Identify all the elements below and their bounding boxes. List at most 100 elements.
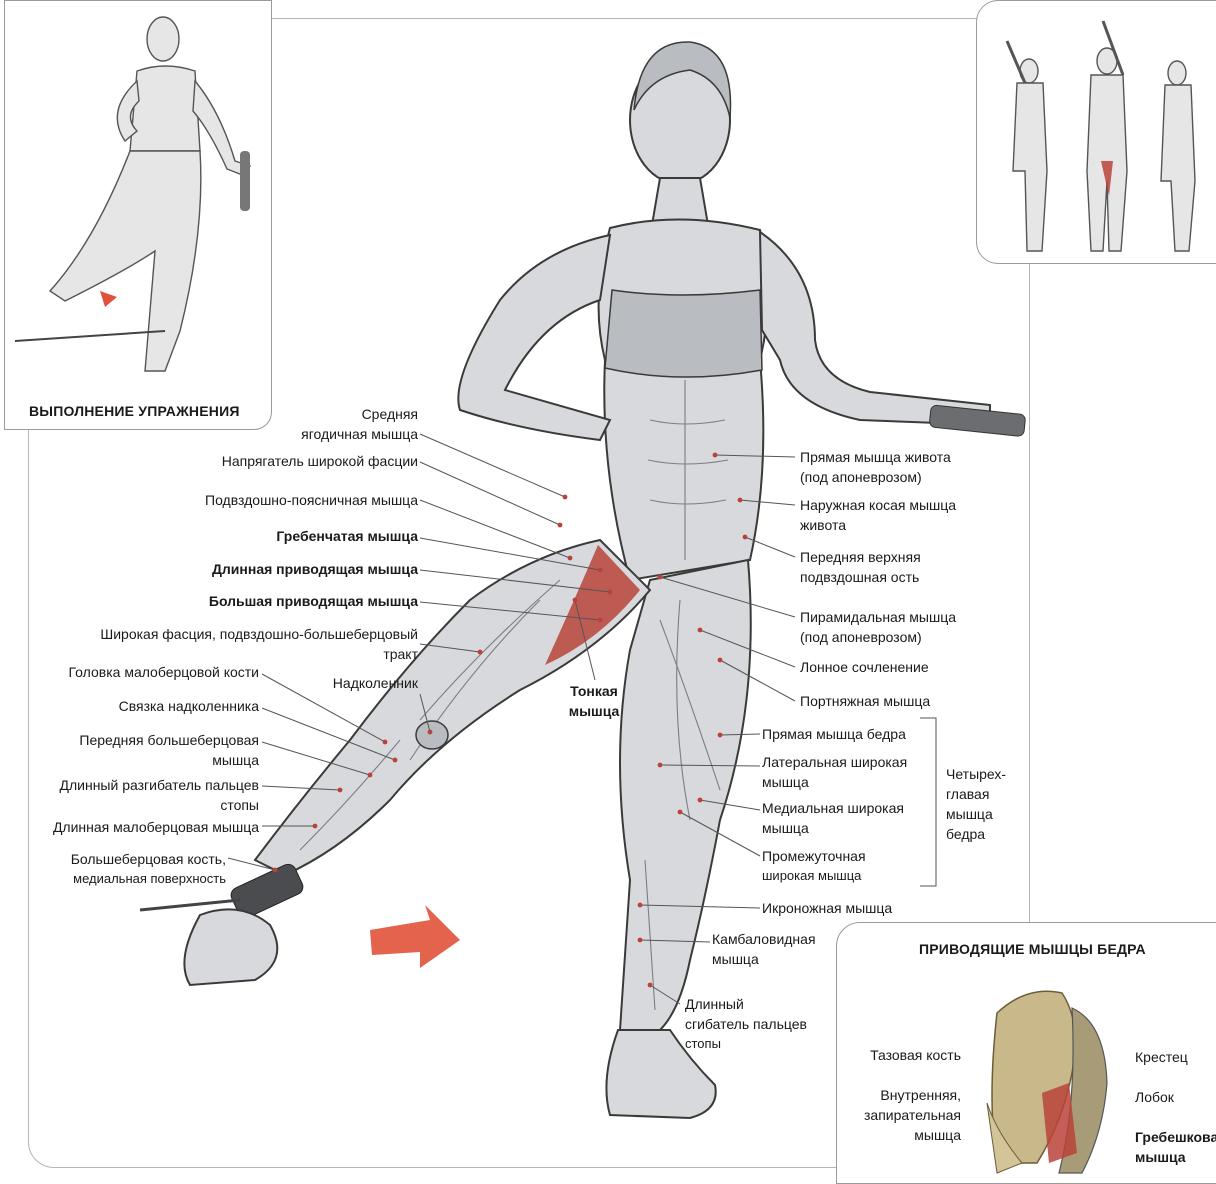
- leader-line: [720, 734, 760, 735]
- leader-line: [420, 434, 565, 497]
- label-vastus-lateralis-1: Латеральная широкая: [762, 752, 907, 772]
- label-vastus-lateralis-2: мышца: [762, 772, 809, 792]
- leader-line: [640, 905, 760, 908]
- leader-line: [740, 500, 795, 505]
- label-vastus-medialis-1: Медиальная широкая: [762, 798, 904, 818]
- leader-dot: [718, 733, 723, 738]
- leader-dot: [738, 498, 743, 503]
- leader-dot: [393, 758, 398, 763]
- leader-line: [420, 538, 600, 570]
- leader-line: [640, 940, 710, 942]
- leader-line: [420, 644, 480, 652]
- leader-line: [575, 600, 595, 680]
- leader-dot: [608, 590, 613, 595]
- label-flexor-digitorum-3: стопы: [685, 1034, 721, 1054]
- label-rectus-abdominis-1: Прямая мышца живота: [800, 447, 951, 467]
- label-tibialis-anterior-2: мышца: [212, 750, 259, 770]
- leader-dot: [638, 938, 643, 943]
- leader-dot: [428, 730, 433, 735]
- label-iliotibial-2: тракт: [383, 644, 418, 664]
- label-flexor-digitorum-2: сгибатель пальцев: [685, 1014, 807, 1034]
- label-external-oblique-2: живота: [800, 515, 846, 535]
- label-asis-2: подвздошная ость: [800, 567, 919, 587]
- label-soleus-1: Камбаловидная: [712, 929, 816, 949]
- label-quadriceps-2: главая: [946, 784, 989, 804]
- leader-dot: [678, 810, 683, 815]
- leader-dot: [313, 824, 318, 829]
- label-vastus-medialis-2: мышца: [762, 818, 809, 838]
- leader-dot: [598, 568, 603, 573]
- quadriceps-bracket: [920, 718, 936, 886]
- label-ext-digitorum-1: Длинный разгибатель пальцев: [60, 775, 260, 795]
- label-soleus-2: мышца: [712, 949, 759, 969]
- label-adductor-longus: Длинная приводящая мышца: [212, 559, 418, 579]
- label-vastus-intermedius-2: широкая мышца: [762, 866, 861, 886]
- label-tensor-fasciae: Напрягатель широкой фасции: [222, 451, 418, 471]
- label-gluteus-medius-1: Средняя: [362, 404, 418, 424]
- leader-dot: [338, 788, 343, 793]
- leader-line: [420, 602, 600, 620]
- leader-dot: [638, 903, 643, 908]
- leader-line: [720, 660, 795, 701]
- leader-dot: [273, 868, 278, 873]
- leader-dot: [713, 453, 718, 458]
- label-tibia-1: Большеберцовая кость,: [71, 849, 226, 869]
- label-tibialis-anterior-1: Передняя большеберцовая: [79, 730, 259, 750]
- leader-line: [420, 570, 610, 592]
- label-pyramidalis-2: (под апоневрозом): [800, 627, 922, 647]
- label-iliopsoas: Подвздошно-поясничная мышца: [205, 490, 418, 510]
- leader-dot: [598, 618, 603, 623]
- leader-dot: [573, 598, 578, 603]
- label-vastus-intermedius-1: Промежуточная: [762, 846, 866, 866]
- leader-line: [650, 985, 680, 1004]
- label-pectineus: Гребенчатая мышца: [276, 526, 418, 546]
- label-iliotibial-1: Широкая фасция, подвздошно-большеберцовы…: [100, 624, 418, 644]
- label-patella: Надколенник: [333, 673, 418, 693]
- label-patellar-ligament: Связка надколенника: [119, 696, 259, 716]
- leader-line: [262, 708, 395, 760]
- leader-dot: [383, 740, 388, 745]
- label-asis-1: Передняя верхняя: [800, 547, 921, 567]
- label-gracilis-2: мышца: [566, 701, 622, 721]
- leader-dot: [558, 523, 563, 528]
- label-gluteus-medius-2: ягодичная мышца: [301, 424, 418, 444]
- leader-dot: [368, 773, 373, 778]
- leader-line: [420, 462, 560, 525]
- leader-line: [700, 800, 760, 810]
- leader-line: [660, 765, 760, 766]
- leader-line: [262, 786, 340, 790]
- label-gastrocnemius: Икроножная мышца: [762, 898, 892, 918]
- label-quadriceps-3: мышца: [946, 804, 993, 824]
- leader-dot: [698, 628, 703, 633]
- leader-dot: [563, 495, 568, 500]
- leader-line: [262, 742, 370, 775]
- label-flexor-digitorum-1: Длинный: [685, 994, 744, 1014]
- leader-line: [715, 455, 795, 457]
- leader-line: [420, 500, 570, 558]
- leader-dot: [478, 650, 483, 655]
- leader-line: [680, 812, 760, 856]
- leader-dot: [698, 798, 703, 803]
- label-sartorius: Портняжная мышца: [800, 691, 930, 711]
- leader-line: [700, 630, 795, 667]
- label-tibia-2: медиальная поверхность: [73, 869, 226, 889]
- label-quadriceps-4: бедра: [946, 824, 985, 844]
- leader-line: [660, 577, 795, 617]
- label-quadriceps-1: Четырех-: [946, 764, 1006, 784]
- leader-line: [420, 694, 430, 732]
- label-fibula-head: Головка малоберцовой кости: [69, 662, 259, 682]
- leader-dot: [718, 658, 723, 663]
- label-external-oblique-1: Наружная косая мышца: [800, 495, 956, 515]
- label-rectus-abdominis-2: (под апоневрозом): [800, 467, 922, 487]
- leader-dot: [743, 535, 748, 540]
- leader-dot: [658, 575, 663, 580]
- label-ext-digitorum-2: стопы: [220, 795, 259, 815]
- label-peroneus-longus: Длинная малоберцовая мышца: [53, 817, 259, 837]
- leader-dot: [568, 556, 573, 561]
- leader-dot: [648, 983, 653, 988]
- label-adductor-magnus: Большая приводящая мышца: [209, 591, 418, 611]
- label-gracilis-1: Тонкая: [566, 681, 622, 701]
- leader-line: [228, 858, 275, 870]
- leader-line: [745, 537, 795, 557]
